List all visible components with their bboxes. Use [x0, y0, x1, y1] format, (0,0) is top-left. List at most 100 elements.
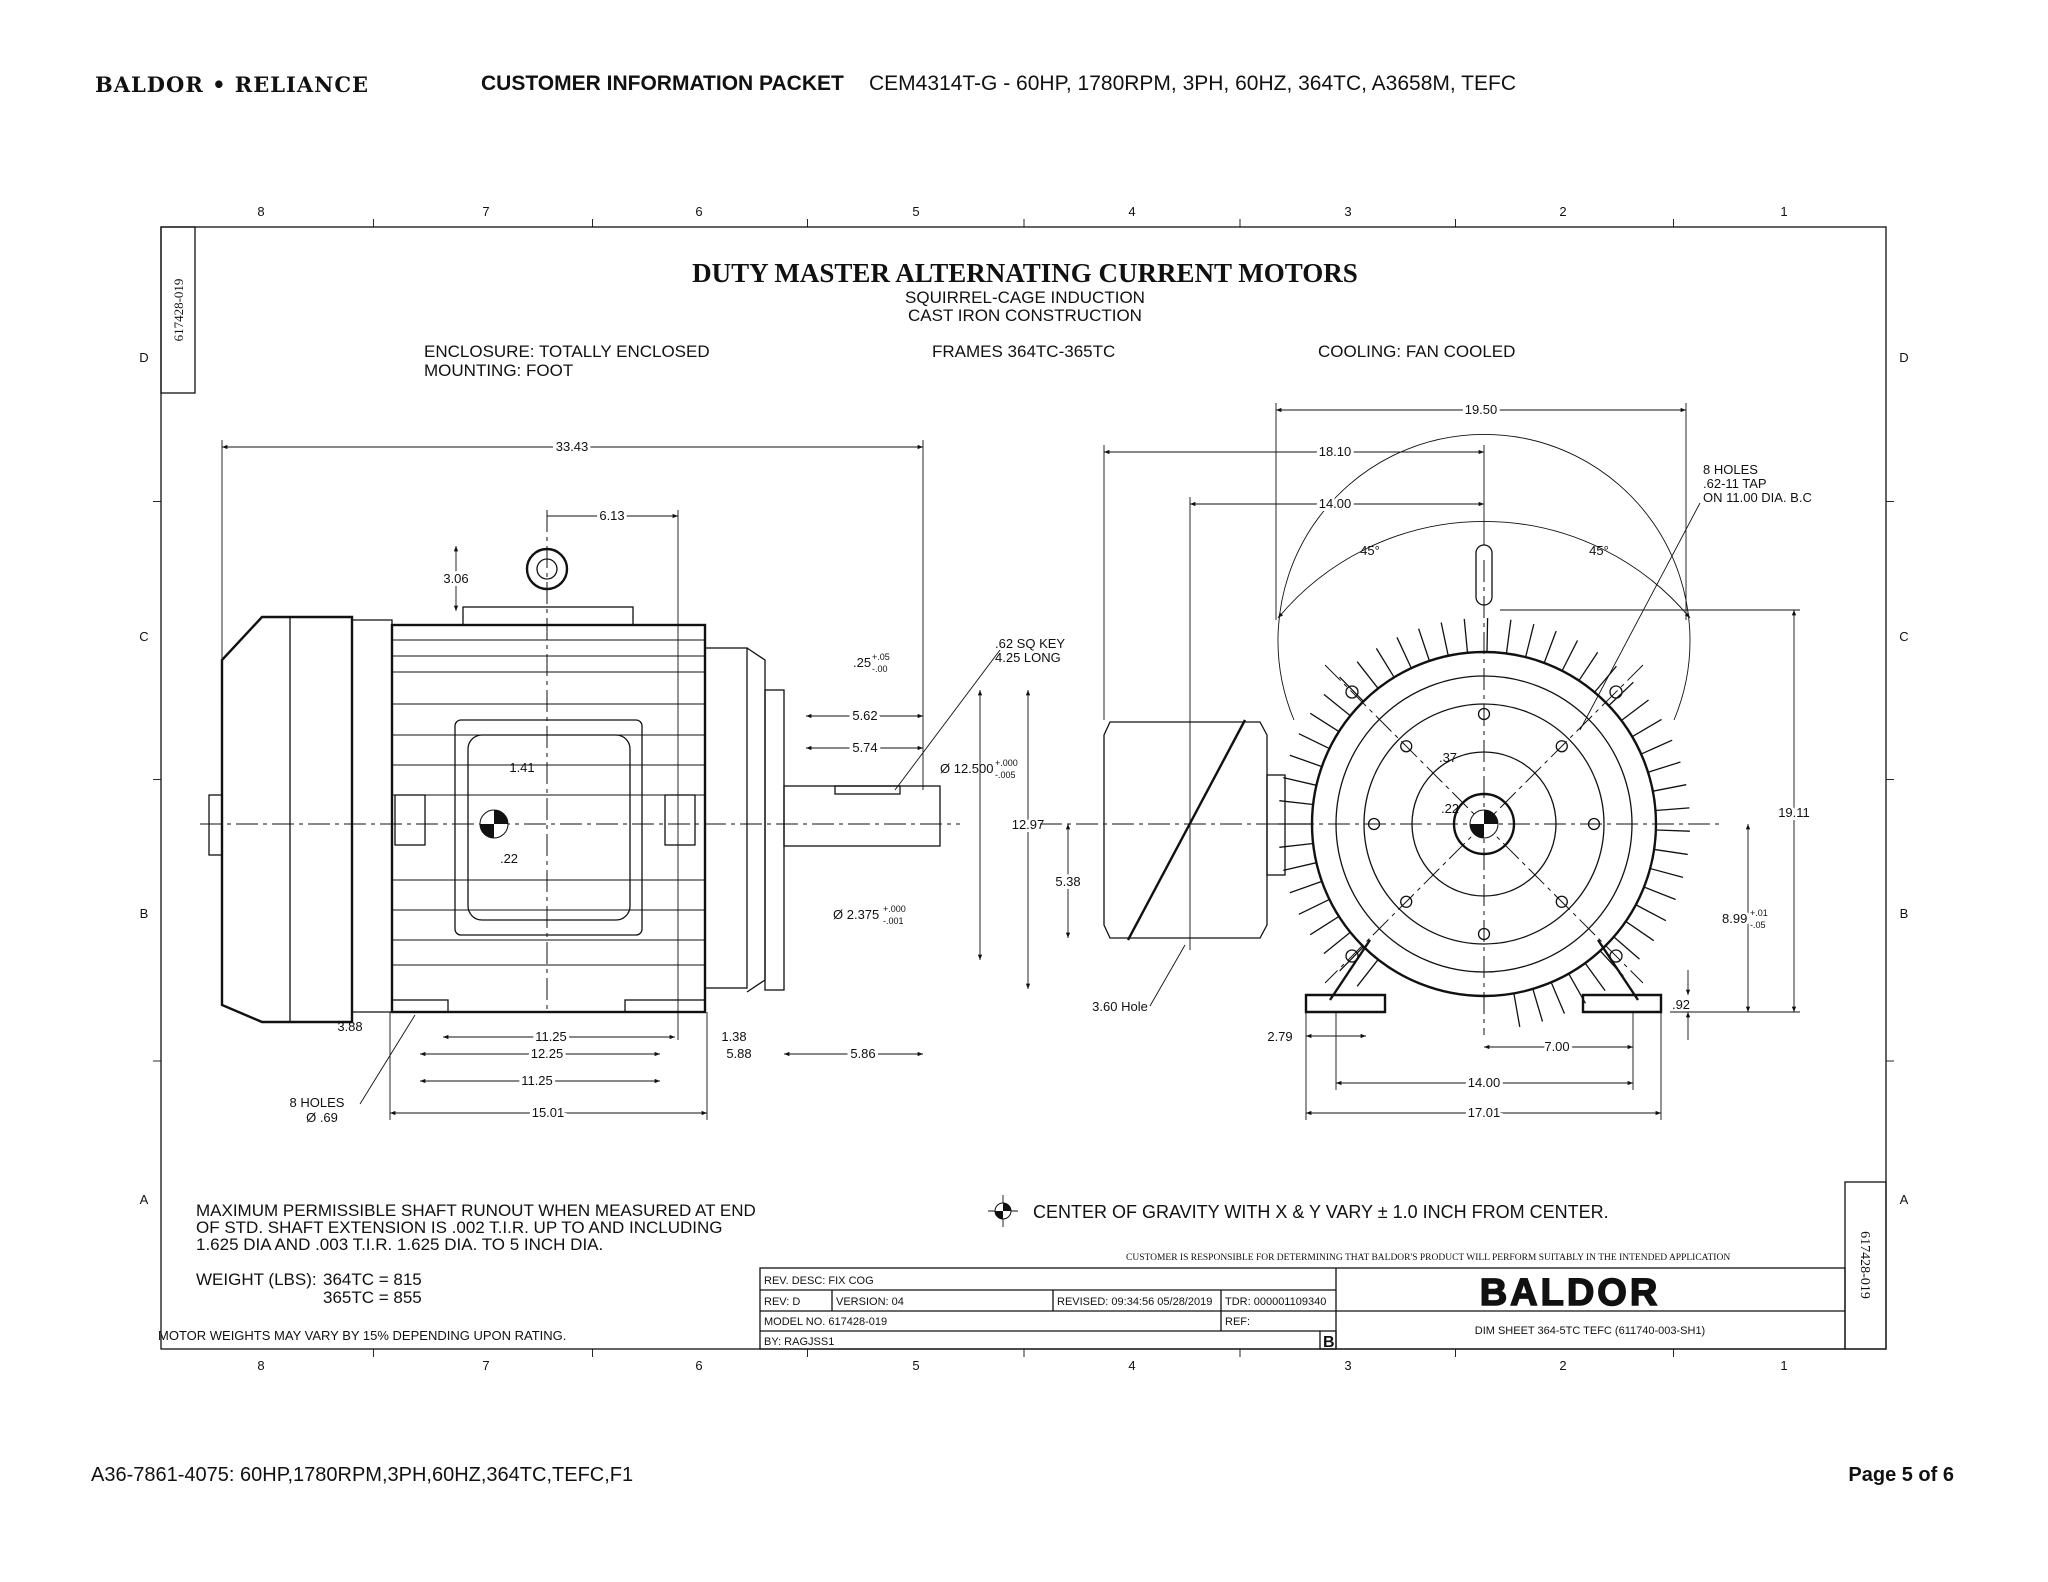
rev-desc: REV. DESC: FIX COG: [764, 1275, 874, 1287]
zone-column-label: 5: [912, 1358, 919, 1373]
dim-pilot-plus: +.05: [872, 652, 890, 662]
dim-shaft-dia-minus: -.001: [883, 916, 904, 926]
mounting-label: MOUNTING: FOOT: [424, 361, 573, 380]
dim-5-86: 5.86: [850, 1046, 875, 1061]
dim-pilot-minus: -.00: [872, 664, 888, 674]
dim-shaft-height-minus: -.05: [1750, 920, 1766, 930]
dim-33-43: 33.43: [556, 439, 589, 454]
cog-note: CENTER OF GRAVITY WITH X & Y VARY ± 1.0 …: [1033, 1202, 1609, 1222]
zone-column-label: 7: [482, 204, 489, 219]
key-note-1: .62 SQ KEY: [995, 636, 1065, 651]
tapped-hole: [1477, 927, 1491, 941]
dim-shaft-height-plus: +.01: [1750, 908, 1768, 918]
dim-14-00-b: 14.00: [1468, 1075, 1501, 1090]
ref: REF:: [1225, 1316, 1250, 1328]
zone-column-label: 8: [257, 204, 264, 219]
model-line: CEM4314T-G - 60HP, 1780RPM, 3PH, 60HZ, 3…: [869, 72, 1517, 95]
drawn-by: BY: RAGJSS1: [764, 1336, 834, 1348]
dim-14-00-a: 14.00: [1319, 496, 1352, 511]
dwg-number-box-top: [160, 226, 196, 394]
notes: MAXIMUM PERMISSIBLE SHAFT RUNOUT WHEN ME…: [158, 1201, 756, 1343]
dim-17-01: 17.01: [1468, 1105, 1501, 1120]
key-note-2: 4.25 LONG: [995, 650, 1061, 665]
frame-bolt: [1345, 685, 1359, 699]
cooling-fin: [1578, 651, 1599, 681]
dim-11-25-b: 11.25: [521, 1073, 553, 1088]
cooling-fin: [1584, 962, 1606, 992]
tapped-hole: [1400, 895, 1413, 908]
zone-column-label: 8: [257, 1358, 264, 1373]
drawing-subtitle-1: SQUIRREL-CAGE INDUCTION: [905, 288, 1145, 307]
cooling-fin: [1550, 982, 1566, 1014]
frame-bolt: [1609, 949, 1623, 963]
cooling-fin: [1339, 676, 1364, 702]
dim-shaft-dia-plus: +.000: [883, 904, 906, 914]
zone-row-label: A: [1900, 1192, 1909, 1207]
dim-5-62: 5.62: [852, 708, 877, 723]
dwg-number-box-bottom: [1844, 1181, 1887, 1350]
angle-left: 45°: [1360, 543, 1380, 558]
cooling-fin: [1289, 880, 1323, 894]
zone-row-label: B: [1900, 906, 1909, 921]
dim-face-dia-minus: -.005: [995, 770, 1016, 780]
angle-right: 45°: [1589, 543, 1609, 558]
cooling-fin: [1283, 777, 1317, 786]
dim-sheet: DIM SHEET 364-5TC TEFC (611740-003-SH1): [1475, 1325, 1705, 1337]
cooling-fin: [1561, 640, 1579, 672]
dim-12-97: 12.97: [1012, 817, 1045, 832]
dim-5-38: 5.38: [1055, 874, 1080, 889]
cooling-fin: [1635, 904, 1667, 922]
tap-note-2: .62-11 TAP: [1703, 476, 1767, 491]
cooling-fin: [1463, 618, 1469, 653]
zone-column-label: 3: [1344, 204, 1351, 219]
cooling-fin: [1309, 915, 1340, 936]
front-view-dimension-labels: 19.50 18.10 14.00 8 HOLES .62-11 TAP ON …: [1052, 399, 1812, 1123]
weight-label: WEIGHT (LBS):: [196, 1270, 317, 1289]
frame-bolt: [1345, 949, 1359, 963]
cooling-fin: [1543, 630, 1557, 664]
tap-note-3: ON 11.00 DIA. B.C: [1703, 490, 1812, 505]
conduit-hole-note: 3.60 Hole: [1092, 999, 1148, 1014]
cooling-fin: [1652, 784, 1687, 792]
cooling-fin: [1309, 712, 1340, 733]
cooling-fin: [1418, 628, 1431, 662]
zone-row-label: A: [140, 1192, 149, 1207]
dim-7-00: 7.00: [1544, 1039, 1569, 1054]
dim-cog-y: .22: [500, 851, 518, 866]
footer-document-id: A36-7861-4075: 60HP,1780RPM,3PH,60HZ,364…: [91, 1464, 634, 1486]
dim-6-13: 6.13: [599, 508, 624, 523]
cooling-fin: [1339, 946, 1364, 972]
revised: REVISED: 09:34:56 05/28/2019: [1057, 1296, 1212, 1308]
dim-face-dia: Ø 12.500: [940, 761, 994, 776]
zone-column-label: 7: [482, 1358, 489, 1373]
page-number: Page 5 of 6: [1848, 1464, 1954, 1486]
cooling-fin: [1655, 807, 1690, 812]
dim-3-06: 3.06: [443, 571, 468, 586]
baldor-logo: BALDOR: [1480, 1272, 1661, 1314]
tapped-hole: [1555, 740, 1568, 753]
version: VERSION: 04: [836, 1296, 904, 1308]
cooling-fin: [1532, 988, 1544, 1022]
customer-responsibility-note: CUSTOMER IS RESPONSIBLE FOR DETERMINING …: [1126, 1253, 1730, 1263]
enclosure-label: ENCLOSURE: TOTALLY ENCLOSED: [424, 342, 710, 361]
tapped-hole: [1367, 817, 1381, 831]
dim-19-50: 19.50: [1465, 402, 1498, 417]
zone-column-label: 4: [1128, 1358, 1135, 1373]
dim-5-74: 5.74: [852, 740, 877, 755]
cooling-fin: [1513, 993, 1521, 1027]
tapped-hole: [1477, 707, 1491, 721]
cooling-fin: [1375, 648, 1395, 678]
cooling-fin: [1640, 739, 1673, 755]
dim-shaft-dia: Ø 2.375: [833, 907, 879, 922]
cooling-fin: [1396, 637, 1412, 669]
motor-front-view: [1040, 433, 1720, 1035]
mount-holes-dia: Ø .69: [306, 1110, 338, 1125]
weight-365tc: 365TC = 855: [323, 1288, 422, 1307]
center-of-gravity-icon-side: [479, 809, 509, 839]
cooling-fin: [1289, 754, 1323, 768]
cooling-fin: [1613, 936, 1640, 960]
baldor-reliance-logo: BALDOR • RELIANCE: [95, 72, 370, 97]
cooling-fin: [1654, 848, 1688, 856]
tdr: TDR: 000001109340: [1225, 1296, 1326, 1308]
cooling-fin: [1620, 699, 1649, 722]
